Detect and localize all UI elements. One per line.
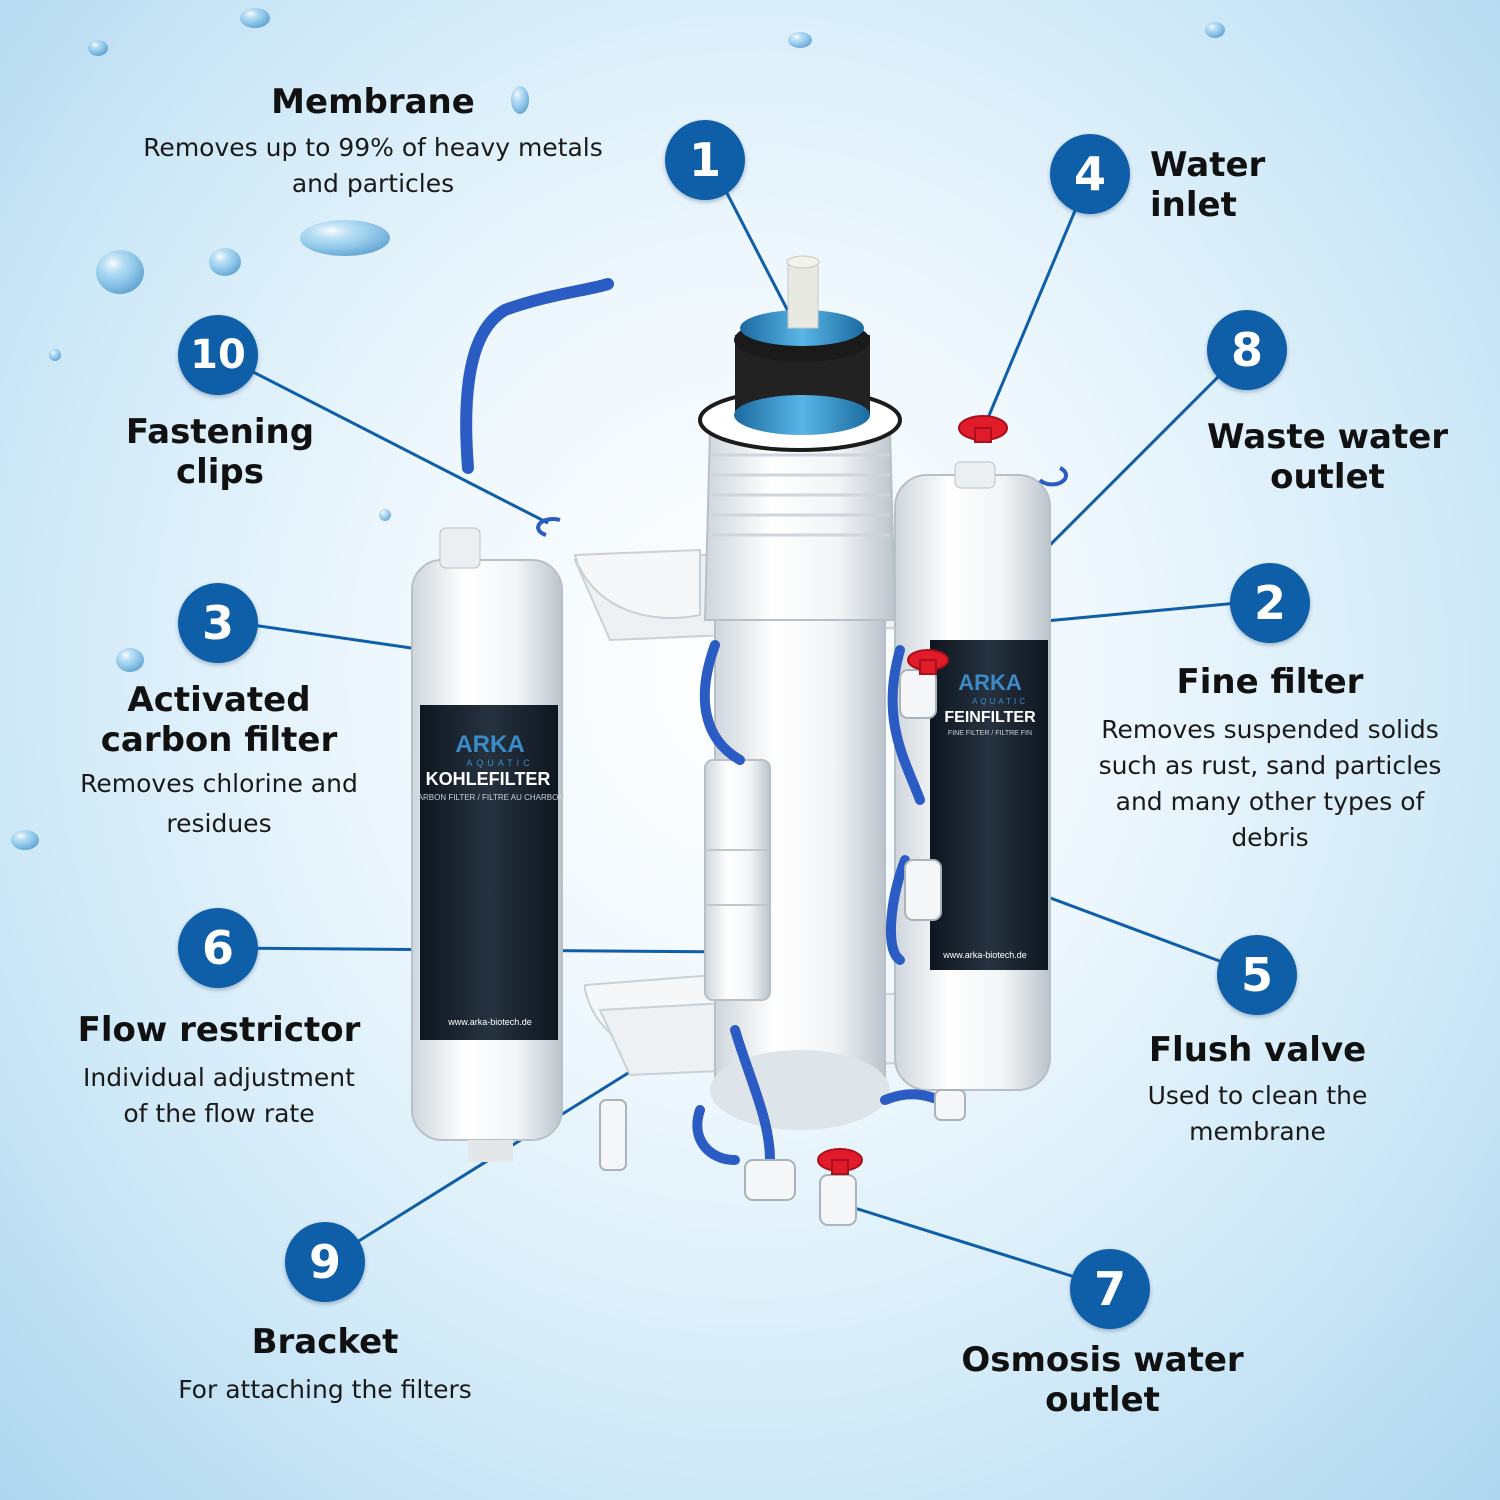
callout-title: Activated carbon filter <box>100 680 338 760</box>
svg-text:AQUATIC: AQUATIC <box>466 758 533 768</box>
callout-title: Osmosis water outlet <box>961 1340 1244 1420</box>
callout-label-fastening-clips: Fastening clips <box>110 412 330 492</box>
carbon-filter-label-text: ARKA AQUATIC KOHLEFILTER CARBON FILTER /… <box>412 731 564 1027</box>
callout-title: Flow restrictor <box>77 1010 361 1050</box>
fine-filter-label-text: ARKA AQUATIC FEINFILTER FINE FILTER / FI… <box>942 670 1036 960</box>
svg-text:ARKA: ARKA <box>455 731 524 758</box>
svg-text:www.arka-biotech.de: www.arka-biotech.de <box>447 1017 532 1027</box>
device-tubing <box>692 640 945 1165</box>
callout-label-water-inlet: Water inlet <box>1150 145 1350 225</box>
svg-text:FINE FILTER / FILTRE FIN: FINE FILTER / FILTRE FIN <box>948 730 1032 737</box>
water-droplets-decoration <box>11 8 1225 850</box>
red-seal-plugs <box>817 415 1008 1175</box>
callout-label-waste-water-outlet: Waste water outlet <box>1200 417 1455 497</box>
callout-label-bracket: Bracket For attaching the filters <box>170 1322 480 1408</box>
callout-description: Individual adjustment of the flow rate <box>83 1063 355 1128</box>
callout-label-carbon-filter: Activated carbon filter Removes chlorine… <box>70 680 368 844</box>
callout-label-osmosis-water-outlet: Osmosis water outlet <box>905 1340 1300 1420</box>
callout-title: Water inlet <box>1150 145 1266 225</box>
fine-filter-cartridge <box>894 461 1051 1091</box>
callout-badge-6: 6 <box>178 908 258 988</box>
svg-text:KOHLEFILTER: KOHLEFILTER <box>426 769 551 789</box>
callout-title: Fine filter <box>1176 662 1364 702</box>
callout-title: Fastening clips <box>125 412 315 492</box>
carbon-filter-cartridge <box>411 527 563 1162</box>
callout-description: Removes up to 99% of heavy metals and pa… <box>143 133 603 198</box>
callout-label-membrane: Membrane Removes up to 99% of heavy meta… <box>130 82 616 202</box>
callout-badge-7: 7 <box>1070 1249 1150 1329</box>
elbow-fittings <box>599 669 966 1226</box>
callout-description: Used to clean the membrane <box>1147 1081 1368 1146</box>
svg-text:CARBON FILTER / FILTRE AU CHAR: CARBON FILTER / FILTRE AU CHARBON <box>412 793 564 802</box>
callout-title: Membrane <box>271 82 475 122</box>
callout-badge-3: 3 <box>178 583 258 663</box>
callout-label-fine-filter: Fine filter Removes suspended solids suc… <box>1095 662 1445 856</box>
callout-badge-2: 2 <box>1230 563 1310 643</box>
svg-text:FEINFILTER: FEINFILTER <box>944 709 1036 726</box>
callout-title: Bracket <box>251 1322 399 1362</box>
svg-text:www.arka-biotech.de: www.arka-biotech.de <box>942 950 1027 960</box>
callout-description: Removes chlorine and residues <box>80 769 358 838</box>
callout-badge-8: 8 <box>1207 310 1287 390</box>
callout-label-flow-restrictor: Flow restrictor Individual adjustment of… <box>70 1010 368 1132</box>
callout-title: Waste water outlet <box>1206 417 1449 497</box>
callout-badge-5: 5 <box>1217 935 1297 1015</box>
svg-text:AQUATIC: AQUATIC <box>972 697 1028 706</box>
callout-badge-9: 9 <box>285 1222 365 1302</box>
callout-title: Flush valve <box>1148 1030 1367 1070</box>
callout-badge-10: 10 <box>178 315 258 395</box>
callout-description: For attaching the filters <box>178 1375 472 1404</box>
callout-badge-1: 1 <box>665 120 745 200</box>
callout-badge-4: 4 <box>1050 134 1130 214</box>
svg-text:ARKA: ARKA <box>958 670 1022 695</box>
fastening-clip-icons <box>536 466 1068 537</box>
callout-label-flush-valve: Flush valve Used to clean the membrane <box>1130 1030 1385 1150</box>
callout-description: Removes suspended solids such as rust, s… <box>1098 715 1442 852</box>
flow-restrictor <box>704 759 771 1001</box>
